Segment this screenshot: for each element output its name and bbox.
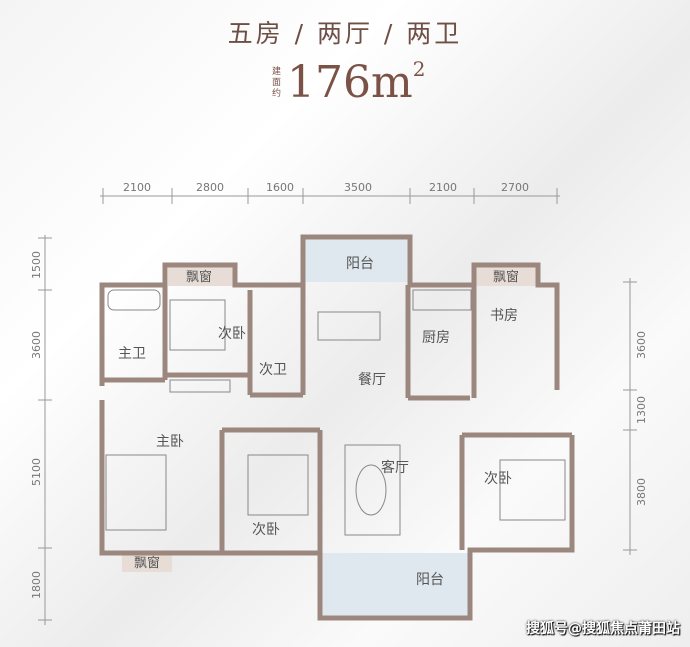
dim-top-3: 1600: [266, 181, 294, 194]
room-bedroom-bottom: 次卧: [252, 522, 280, 538]
room-balcony-bottom: 阳台: [416, 572, 444, 588]
room-balcony-top: 阳台: [346, 256, 374, 272]
bathtub: [107, 289, 161, 311]
room-bay-window-bottom: 飘窗: [134, 555, 160, 571]
kitchen-counter: [412, 289, 472, 311]
dim-top-2: 2800: [196, 181, 224, 194]
dim-top-6: 2700: [501, 181, 529, 194]
bed-master: [105, 454, 167, 531]
watermark: 搜狐号@搜狐焦点莆田站: [526, 621, 680, 637]
area-prefix-char: 建: [272, 66, 282, 77]
walls: [99, 234, 575, 621]
dining-table: [317, 311, 381, 341]
room-master-bedroom: 主卧: [156, 434, 184, 450]
dim-right-1: 3600: [635, 331, 648, 359]
room-kitchen: 厨房: [422, 330, 450, 346]
area-value: 176m: [287, 57, 413, 108]
room-second-bath: 次卫: [259, 362, 287, 378]
bay-window-left: [168, 266, 233, 286]
dim-left-1: 1500: [30, 251, 43, 279]
bay-window-right: [476, 266, 536, 286]
bed-second: [169, 299, 226, 351]
area-prefix-char: 约: [272, 88, 282, 99]
dim-right-3: 3800: [635, 478, 648, 506]
dim-top-5: 2100: [429, 181, 457, 194]
room-dining: 餐厅: [358, 372, 386, 388]
balcony-top: [305, 237, 410, 282]
room-bay-window-right: 飘窗: [493, 269, 519, 285]
room-master-bath: 主卫: [118, 346, 146, 362]
coffee-table: [355, 464, 387, 516]
dim-left-3: 5100: [30, 458, 43, 486]
dim-top-4: 3500: [344, 181, 372, 194]
dim-top-1: 2100: [123, 181, 151, 194]
area-prefix-char: 面: [272, 77, 282, 88]
layout-title: 五房 / 两厅 / 两卫: [227, 19, 463, 48]
wardrobe: [169, 379, 231, 393]
dim-left-4: 1800: [30, 571, 43, 599]
bed-right: [499, 459, 566, 521]
bed-bottom: [247, 454, 309, 516]
room-bedroom-right: 次卧: [484, 471, 512, 487]
furniture: [105, 289, 566, 536]
room-study: 书房: [490, 308, 518, 324]
dim-right-2: 1300: [635, 396, 648, 424]
sofa-area: [344, 444, 401, 536]
bay-window-bottom: [122, 552, 172, 572]
room-bay-window-left: 飘窗: [186, 269, 212, 285]
area-prefix: 建 面 约: [272, 67, 281, 100]
room-bedroom-2: 次卧: [218, 326, 246, 342]
dimension-lines: [38, 188, 637, 625]
balcony-bottom: [322, 553, 470, 618]
room-living: 客厅: [381, 459, 409, 476]
dim-left-2: 3600: [30, 331, 43, 359]
area-unit: 2: [412, 57, 426, 81]
